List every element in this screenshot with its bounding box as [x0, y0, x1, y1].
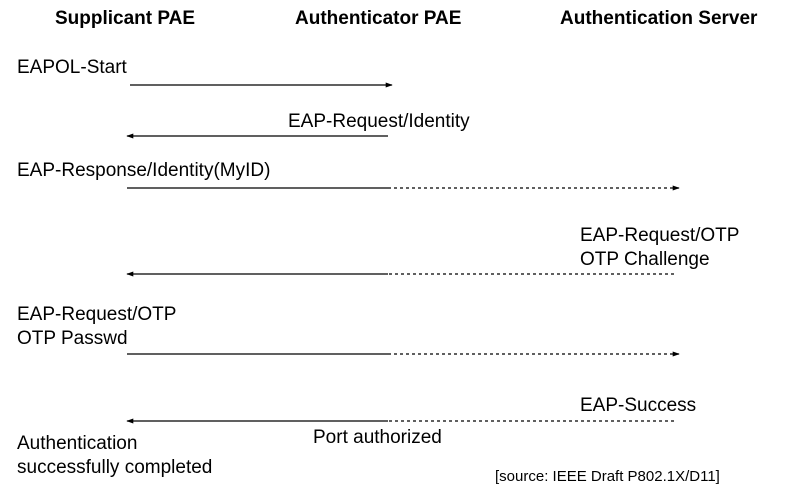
request-identity-label: EAP-Request/Identity — [288, 111, 470, 132]
otp-challenge-label: OTP Challenge — [580, 249, 710, 270]
response-identity-label: EAP-Response/Identity(MyID) — [17, 160, 271, 181]
request-otp-label: EAP-Request/OTP — [580, 225, 740, 246]
source-citation: [source: IEEE Draft P802.1X/D11] — [495, 468, 720, 485]
auth-complete-line2: successfully completed — [17, 457, 213, 478]
request-otp-passwd-label: EAP-Request/OTP — [17, 304, 177, 325]
port-authorized-label: Port authorized — [313, 427, 442, 448]
auth-complete-line1: Authentication — [17, 433, 138, 454]
authentication-server-header: Authentication Server — [560, 8, 758, 29]
eap-success-label: EAP-Success — [580, 395, 697, 416]
eapol-start-label: EAPOL-Start — [17, 57, 127, 78]
authenticator-pae-header: Authenticator PAE — [295, 8, 462, 29]
supplicant-pae-header: Supplicant PAE — [55, 8, 196, 29]
otp-passwd-label: OTP Passwd — [17, 328, 128, 349]
